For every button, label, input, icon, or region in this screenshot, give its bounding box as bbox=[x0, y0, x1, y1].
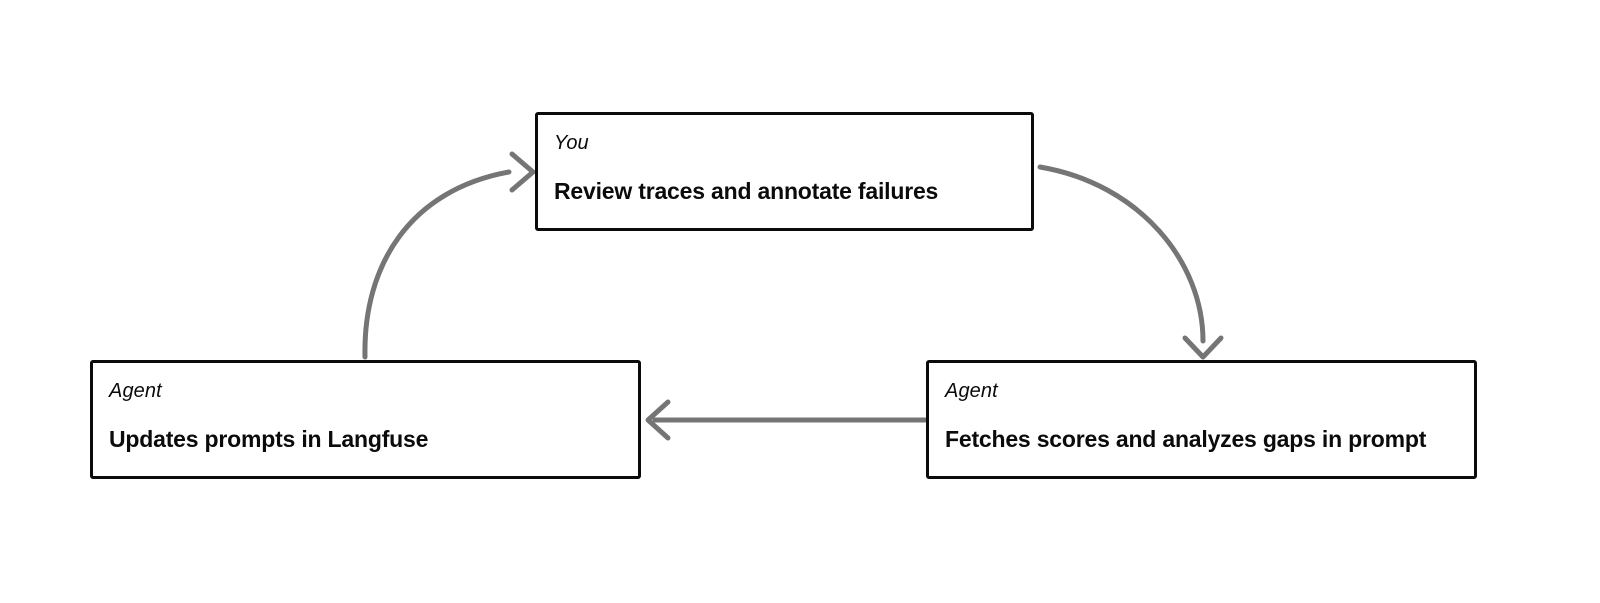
node-you-review[interactable]: You Review traces and annotate failures bbox=[535, 112, 1034, 231]
node-agent-update[interactable]: Agent Updates prompts in Langfuse bbox=[90, 360, 641, 479]
node-title-label: Review traces and annotate failures bbox=[554, 178, 939, 204]
node-agent-fetch[interactable]: Agent Fetches scores and analyzes gaps i… bbox=[926, 360, 1477, 479]
edge-update-to-you-line bbox=[362, 169, 512, 360]
node-title-label: Updates prompts in Langfuse bbox=[109, 426, 429, 452]
node-role-label: Agent bbox=[945, 380, 998, 402]
edge-you-to-fetch-arrowhead bbox=[1182, 335, 1224, 360]
edge-fetch-to-update-arrowhead bbox=[645, 399, 671, 441]
edge-you-to-fetch-line bbox=[1037, 164, 1206, 344]
node-title-label: Fetches scores and analyzes gaps in prom… bbox=[945, 426, 1427, 452]
node-role-label: You bbox=[554, 132, 589, 154]
node-role-label: Agent bbox=[109, 380, 162, 402]
edge-update-to-you-arrowhead bbox=[509, 151, 536, 193]
